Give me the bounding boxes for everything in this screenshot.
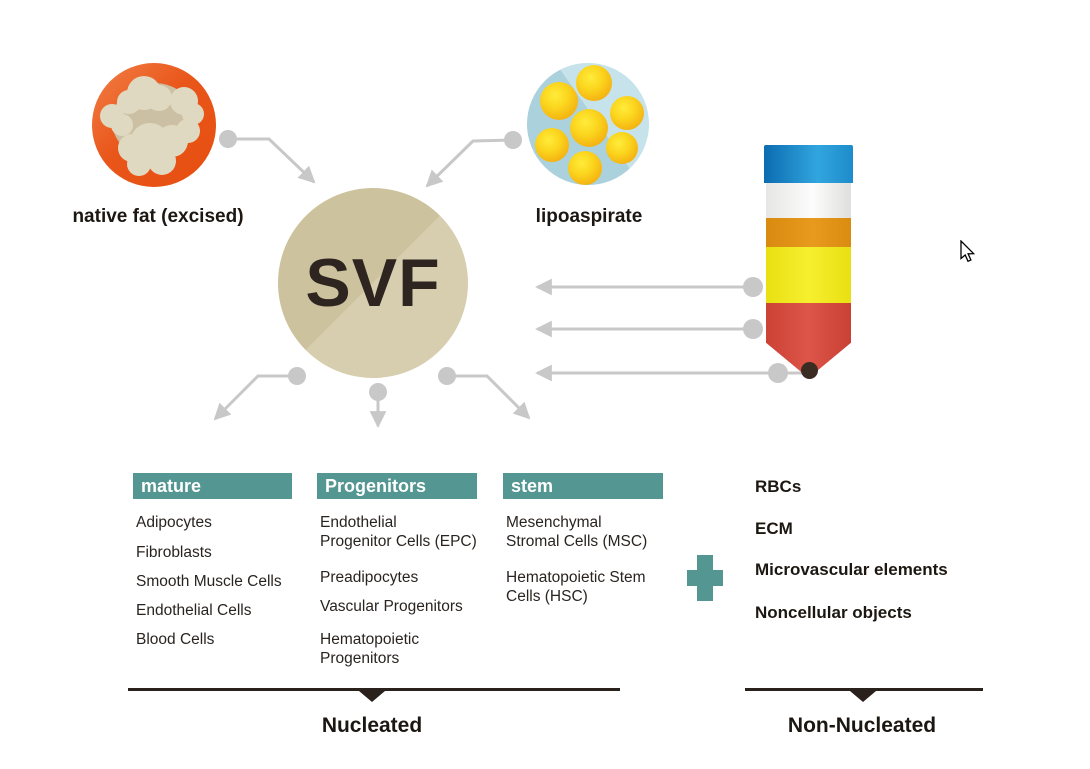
pencil-layer-white xyxy=(766,183,851,218)
lipoaspirate-icon xyxy=(527,63,649,185)
list-item: Fibroblasts xyxy=(136,544,212,561)
list-item: Vascular Progenitors xyxy=(320,598,463,615)
mouse-cursor-icon xyxy=(960,240,976,263)
list-item: Microvascular elements xyxy=(755,560,948,579)
column-header-mature: mature xyxy=(133,473,292,499)
pencil-layer-orange xyxy=(766,218,851,247)
list-item: Smooth Muscle Cells xyxy=(136,573,282,590)
non-nucleated-brace-line xyxy=(745,688,983,691)
non-nucleated-brace-arrow xyxy=(850,691,876,702)
pencil-tip-dot xyxy=(801,362,818,379)
column-header-stem-label: stem xyxy=(511,476,554,496)
native-fat-icon xyxy=(92,63,216,187)
nucleated-brace-arrow xyxy=(359,691,385,702)
column-header-stem: stem xyxy=(503,473,663,499)
native-fat-label: native fat (excised) xyxy=(72,206,244,227)
pencil-icon xyxy=(764,145,853,379)
list-item: Noncellular objects xyxy=(755,603,912,622)
list-item: Adipocytes xyxy=(136,514,212,531)
list-item: Endothelial Cells xyxy=(136,602,252,619)
column-header-progenitors-label: Progenitors xyxy=(325,476,427,496)
lipid-droplets-graphic xyxy=(535,65,644,185)
lipoaspirate-label: lipoaspirate xyxy=(535,206,643,227)
pencil-layer-yellow xyxy=(766,247,851,303)
list-item: Endothelial Progenitor Cells (EPC) xyxy=(320,514,477,550)
list-item: Preadipocytes xyxy=(320,569,419,586)
svf-circle: SVF xyxy=(278,188,468,378)
svf-label: SVF xyxy=(305,245,441,321)
plus-icon xyxy=(687,555,723,601)
list-item: Blood Cells xyxy=(136,631,215,648)
list-item: Hematopoietic Progenitors xyxy=(320,631,420,667)
nucleated-group-label: Nucleated xyxy=(321,714,423,737)
list-item: ECM xyxy=(755,519,793,538)
column-header-mature-label: mature xyxy=(141,476,202,496)
fat-lobules-graphic xyxy=(100,76,204,176)
list-item: RBCs xyxy=(755,477,802,496)
nucleated-brace-line xyxy=(128,688,620,691)
pencil-layer-blue xyxy=(764,145,853,183)
column-header-progenitors: Progenitors xyxy=(317,473,477,499)
list-item: Mesenchymal Stromal Cells (MSC) xyxy=(506,514,648,550)
list-item: Hematopoietic Stem Cells (HSC) xyxy=(506,569,646,605)
non-nucleated-group-label: Non-Nucleated xyxy=(787,714,937,737)
